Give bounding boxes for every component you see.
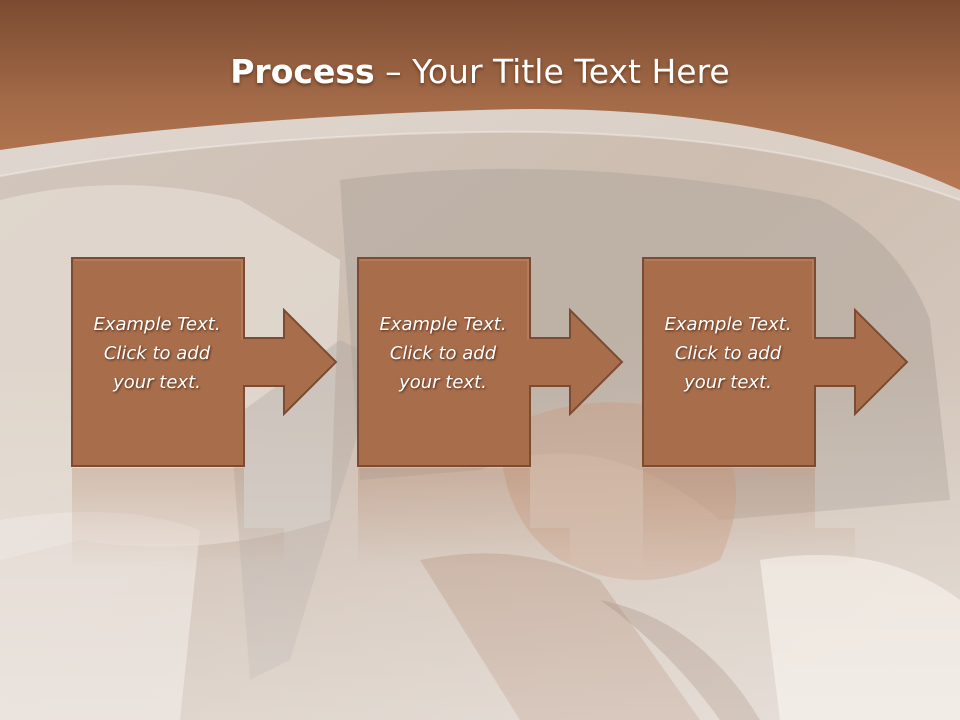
process-step-2-reflection (356, 468, 636, 568)
process-step-3-shape (642, 257, 909, 467)
process-step-1-shape (71, 257, 338, 467)
title-rest-text: – Your Title Text Here (374, 52, 730, 91)
title-bold-text: Process (230, 52, 375, 91)
process-step-3-reflection (641, 468, 921, 568)
process-step-2-shape (357, 257, 624, 467)
process-step-2[interactable]: Example Text. Click to add your text. (356, 256, 636, 468)
process-step-2-text: Example Text. Click to add your text. (379, 314, 507, 393)
process-step-1-text: Example Text. Click to add your text. (93, 314, 221, 393)
process-step-1[interactable]: Example Text. Click to add your text. (70, 256, 350, 468)
process-step-3-text: Example Text. Click to add your text. (664, 314, 792, 393)
slide-title[interactable]: Process – Your Title Text Here (0, 52, 960, 91)
process-step-3[interactable]: Example Text. Click to add your text. (641, 256, 921, 468)
process-step-1-reflection (70, 468, 350, 568)
